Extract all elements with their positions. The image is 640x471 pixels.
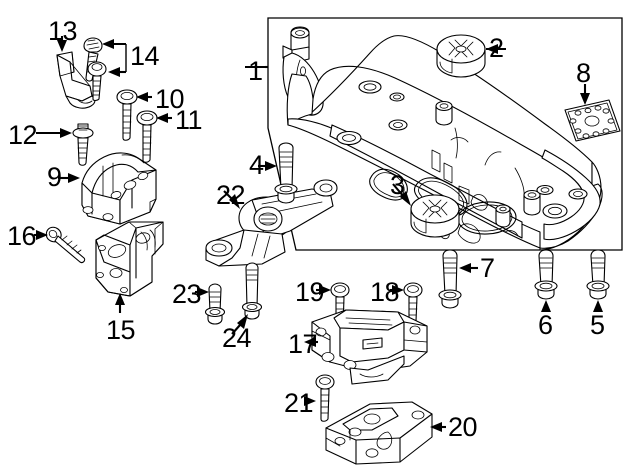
callout-label-13: 13 — [48, 16, 78, 46]
leader-16 — [34, 230, 48, 240]
callout-label-21: 21 — [284, 388, 314, 418]
callout-label-16: 16 — [7, 221, 37, 251]
callout-label-18: 18 — [370, 277, 400, 307]
callout-label-20: 20 — [448, 412, 478, 442]
mount-bolt-medium — [274, 142, 298, 204]
leader-23 — [195, 287, 209, 297]
transmission-support-bracket — [325, 401, 433, 465]
leader-3 — [392, 183, 411, 206]
callout-label-17: 17 — [288, 329, 318, 359]
callout-label-15: 15 — [106, 315, 136, 345]
engine-mount-right — [81, 152, 157, 225]
heat-shield-bracket — [56, 51, 96, 109]
callout-label-12: 12 — [8, 120, 38, 150]
callout-label-3: 3 — [390, 170, 405, 200]
transmission-mount — [311, 309, 428, 385]
callout-label-10: 10 — [155, 84, 185, 114]
leader-10 — [136, 92, 152, 102]
leader-4 — [258, 161, 277, 171]
callout-label-2: 2 — [489, 33, 504, 63]
subframe-bolt-long-left — [438, 249, 462, 309]
callout-label-22: 22 — [216, 180, 246, 210]
subframe-reinforcement-plate — [564, 99, 621, 142]
callout-label-11: 11 — [175, 105, 203, 135]
callout-label-14: 14 — [130, 41, 160, 71]
callout-label-6: 6 — [538, 310, 553, 340]
torque-strut-bolt-short — [204, 283, 226, 325]
leader-22 — [223, 190, 240, 209]
leader-20 — [430, 422, 446, 432]
transmission-mount-bolt-short — [403, 282, 423, 324]
callout-label-4: 4 — [249, 150, 264, 180]
front-subframe-crossmember — [282, 26, 603, 251]
leader-21 — [304, 396, 316, 406]
leader-18 — [390, 285, 404, 295]
subframe-bolt-long-right — [586, 249, 610, 300]
callout-label-5: 5 — [590, 310, 605, 340]
torque-strut-rod — [205, 179, 338, 267]
leader-8 — [580, 84, 590, 105]
leader-24 — [231, 314, 248, 335]
leader-6 — [541, 300, 551, 312]
subframe-assembly-box — [267, 17, 623, 251]
leader-15 — [115, 293, 125, 313]
engine-mount-bolt-upper — [116, 89, 138, 141]
engine-mount-support-bracket — [95, 221, 164, 297]
leader-2 — [486, 44, 506, 54]
support-bracket-bolt — [45, 226, 86, 264]
engine-mount-bolt-lower — [136, 110, 158, 163]
transmission-bracket-bolt — [315, 374, 335, 422]
leader-12 — [36, 128, 72, 138]
engine-mount-stud-bolt — [72, 123, 94, 166]
subframe-bushing-lower — [410, 194, 460, 238]
callout-label-7: 7 — [480, 253, 495, 283]
callout-label-8: 8 — [576, 58, 591, 88]
subframe-bushing-upper — [436, 34, 486, 78]
leader-5 — [593, 300, 603, 312]
leader-7 — [459, 263, 478, 273]
leader-11 — [156, 113, 172, 123]
torque-strut-bolt-long — [241, 262, 263, 320]
callout-label-1: 1 — [248, 56, 263, 86]
leader-14 — [102, 39, 127, 77]
subframe-bolt-long-center — [534, 249, 558, 300]
leader-9 — [58, 173, 80, 183]
leader-17 — [304, 337, 318, 347]
callout-label-24: 24 — [222, 323, 252, 353]
heat-shield-bolt-lower — [87, 61, 107, 102]
callout-label-23: 23 — [172, 279, 202, 309]
callout-label-9: 9 — [47, 162, 62, 192]
callout-label-19: 19 — [295, 277, 325, 307]
leader-13 — [57, 36, 67, 52]
leader-19 — [316, 285, 331, 295]
